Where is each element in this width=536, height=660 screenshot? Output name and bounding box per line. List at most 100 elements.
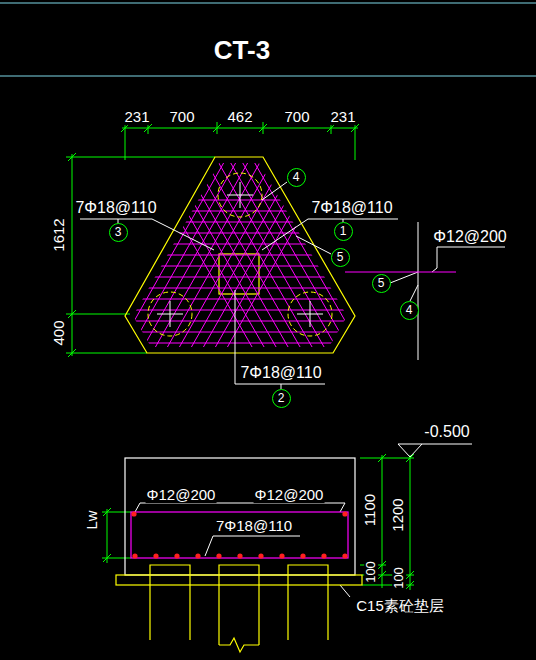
leader-lines xyxy=(135,503,225,512)
drawing-title: CT-3 xyxy=(214,35,270,66)
leader-lines xyxy=(437,247,505,248)
dimension-lines xyxy=(66,314,130,315)
dimension-lines xyxy=(66,122,414,590)
rebar-dots xyxy=(279,553,284,558)
section-label: C15素砼垫层 xyxy=(355,598,445,614)
cap-rebars xyxy=(173,104,355,422)
rebar-label: Φ12@200 xyxy=(254,487,325,503)
pile-circles xyxy=(148,173,332,336)
callout-circle: 2 xyxy=(272,389,291,408)
dimension-text: 1612 xyxy=(51,217,67,252)
pile-centre-marks xyxy=(157,314,183,315)
callout-circle: 1 xyxy=(334,222,353,241)
cap-section xyxy=(116,575,362,585)
callout-outline xyxy=(400,301,418,319)
dimension-lines xyxy=(406,581,414,589)
callout-number: 1 xyxy=(334,222,353,241)
dimension-lines xyxy=(68,349,76,357)
callout-outline xyxy=(109,223,127,241)
cap-section xyxy=(125,458,355,575)
dimension-lines xyxy=(259,124,267,132)
dimension-lines xyxy=(66,157,215,158)
dimension-lines xyxy=(68,153,76,161)
leader-lines xyxy=(281,384,282,389)
rebar-dots xyxy=(131,511,136,516)
dimension-lines xyxy=(327,124,335,132)
dimension-lines xyxy=(351,124,359,132)
leader-lines xyxy=(235,290,325,384)
dimension-lines xyxy=(406,454,414,462)
title-frame xyxy=(0,3,536,4)
dimension-text: 231 xyxy=(329,109,356,125)
rebar-dots xyxy=(131,511,347,558)
cap-rebars xyxy=(221,104,403,422)
rebar-label: 7Φ18@110 xyxy=(74,200,157,217)
pile-circles xyxy=(218,173,262,217)
cap-rebars xyxy=(77,104,403,422)
callout-number: 5 xyxy=(372,274,391,293)
dimension-text: 100 xyxy=(364,560,378,584)
dimension-text: 400 xyxy=(51,319,67,346)
dimension-text: 462 xyxy=(226,109,253,125)
rebar-dots xyxy=(237,553,242,558)
rebar-label: 7Φ18@110 xyxy=(215,518,293,534)
cap-rebars xyxy=(185,104,365,422)
dimension-text: 1200 xyxy=(390,497,406,532)
title-frame xyxy=(0,76,536,77)
dimension-text: -0.500 xyxy=(423,424,470,441)
cap-rebars xyxy=(173,104,353,422)
dimension-text: 700 xyxy=(283,109,310,125)
cap-rebars xyxy=(77,104,257,422)
cap-rebars xyxy=(100,288,380,289)
elevation-symbol xyxy=(398,444,472,457)
rebar-label: 7Φ18@110 xyxy=(239,365,322,382)
rebar-dots xyxy=(258,553,263,558)
cap-section xyxy=(116,458,362,652)
leader-lines xyxy=(410,285,418,301)
dimension-lines xyxy=(72,154,73,356)
dimension-lines xyxy=(66,353,147,354)
dimension-text: 231 xyxy=(123,109,150,125)
dimension-text: 700 xyxy=(168,109,195,125)
dimension-lines xyxy=(410,455,411,590)
leader-lines xyxy=(205,536,300,556)
section-label: Lw xyxy=(84,509,100,530)
title-frame xyxy=(0,3,536,76)
dimension-lines xyxy=(121,124,129,132)
callout-number: 2 xyxy=(272,389,291,408)
callout-circle: 3 xyxy=(109,223,128,242)
leader-lines xyxy=(296,236,331,254)
cap-rebars xyxy=(149,104,331,422)
rebar-dots xyxy=(342,553,347,558)
cap-rebars xyxy=(100,277,380,278)
dimension-lines xyxy=(103,508,111,516)
cap-rebars xyxy=(161,104,341,422)
callout-outline xyxy=(287,168,305,186)
dimension-lines xyxy=(360,458,414,459)
rebar-dots xyxy=(321,553,326,558)
dimension-lines xyxy=(103,554,111,562)
dimension-lines xyxy=(362,585,414,586)
rebar-detail xyxy=(418,222,419,360)
dimension-lines xyxy=(144,124,152,132)
callout-circle: 4 xyxy=(287,168,306,187)
rebar-label: Φ12@200 xyxy=(146,487,217,503)
dimension-text: 100 xyxy=(392,566,406,590)
dimension-text: 1100 xyxy=(362,493,378,527)
cap-rebars xyxy=(197,104,379,422)
cap-rebars xyxy=(100,310,380,311)
pile-centre-marks xyxy=(157,182,323,327)
callout-outline xyxy=(334,222,352,240)
rebar-detail xyxy=(345,272,456,273)
leader-lines xyxy=(340,585,350,597)
cap-rebars xyxy=(161,104,343,422)
callout-circle: 4 xyxy=(400,301,419,320)
cap-section xyxy=(219,565,259,645)
dimension-lines xyxy=(213,124,221,132)
pile-centre-marks xyxy=(227,195,253,196)
cap-rebars xyxy=(185,104,367,422)
callout-number: 5 xyxy=(331,248,350,267)
cap-rebars xyxy=(100,299,380,300)
dimension-lines xyxy=(382,455,383,588)
